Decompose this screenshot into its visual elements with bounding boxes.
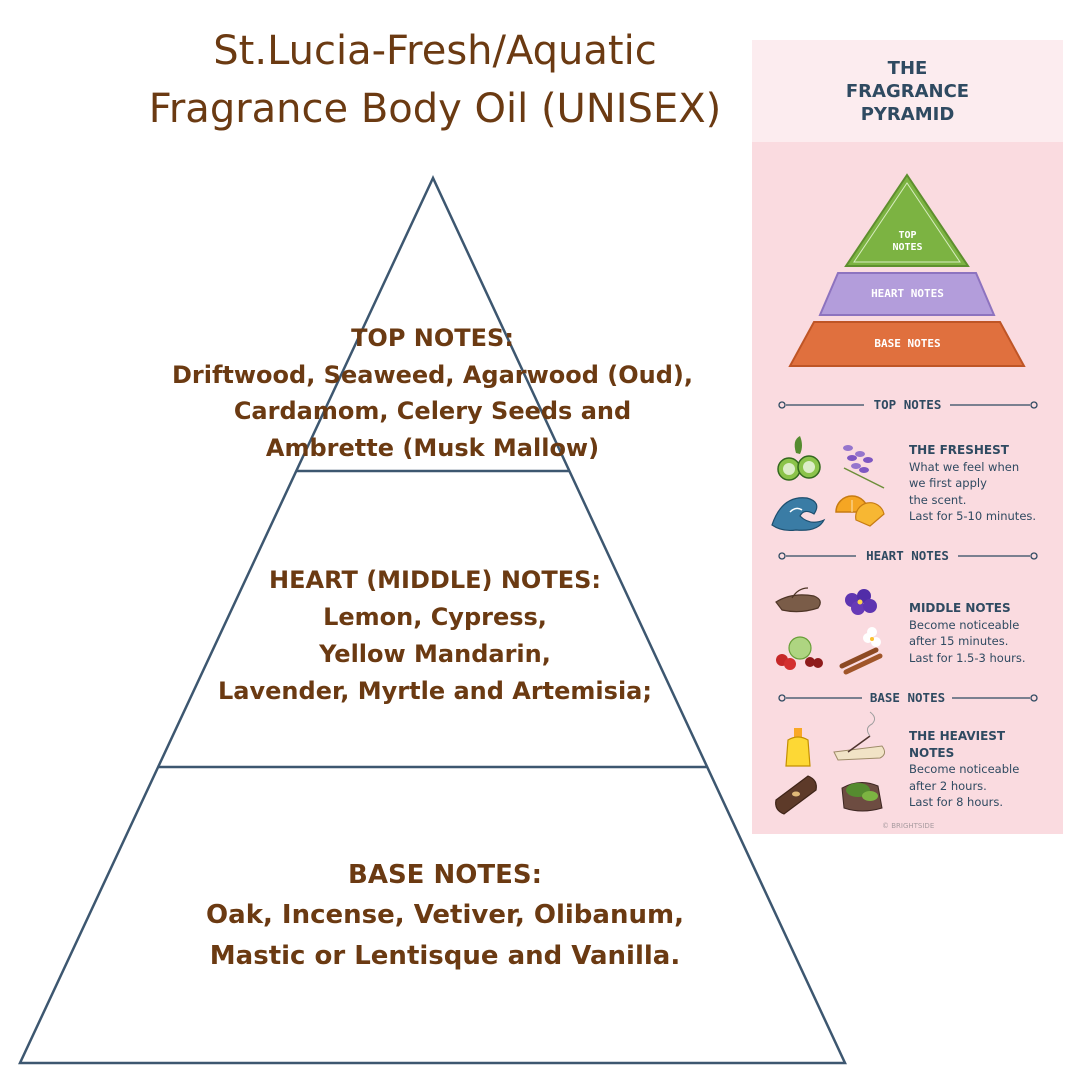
heart-notes-description: MIDDLE NOTES Become noticeable after 15 … [909,600,1059,666]
description-line: Become noticeable [909,617,1020,632]
base-notes-block: BASE NOTES: Oak, Incense, Vetiver, Oliba… [150,855,740,977]
moss-icon [841,782,883,812]
mini-tier-top-label-line: NOTES [892,242,923,253]
orange-icon [835,495,885,527]
mini-tier-heart-label: HEART NOTES [871,287,944,300]
top-notes-block: TOP NOTES: Driftwood, Seaweed, Agarwood … [160,320,705,466]
section-label-text: TOP NOTES [867,397,948,412]
wave-icon [771,497,826,532]
description-line: Last for 1.5-3 hours. [909,650,1026,665]
fragrance-pyramid-infographic: THE FRAGRANCE PYRAMID [752,40,1063,834]
description-line: after 15 minutes. [909,634,1009,648]
infographic-title-line: THE [887,58,928,79]
infographic-title-line: FRAGRANCE [845,81,970,102]
section-label-text: BASE NOTES [863,690,952,705]
description-heading: MIDDLE NOTES [909,601,1011,615]
heart-notes-line: Lavender, Myrtle and Artemisia; [218,677,652,705]
mini-tier-top-label: TOP NOTES [752,230,1063,254]
section-label-top: TOP NOTES [752,397,1063,412]
page-title: St.Lucia-Fresh/Aquatic Fragrance Body Oi… [60,22,810,138]
heart-notes-line: Yellow Mandarin, [319,640,551,668]
cucumber-icon [777,436,821,481]
pyramid-outline [18,175,847,1065]
base-notes-line: Mastic or Lentisque and Vanilla. [209,941,681,971]
mini-tier-base [788,321,1026,367]
title-line-2: Fragrance Body Oil (UNISEX) [148,86,722,132]
description-line: What we feel when [909,459,1020,474]
description-heading: THE HEAVIEST [909,729,1006,743]
credit-text: © BRIGHTSIDE [882,822,935,830]
heart-notes-block: HEART (MIDDLE) NOTES: Lemon, Cypress, Ye… [180,562,690,710]
base-notes-heading: BASE NOTES: [348,860,542,890]
heart-notes-heading: HEART (MIDDLE) NOTES: [269,566,601,594]
description-heading: THE FRESHEST [909,443,1009,457]
base-notes-line: Oak, Incense, Vetiver, Olibanum, [206,900,684,930]
fruit-icon [776,636,823,670]
top-notes-description: THE FRESHEST What we feel when we first … [909,442,1059,525]
description-line: Last for 8 hours. [909,795,1004,809]
lavender-icon [843,445,885,489]
description-line: Become noticeable [909,762,1020,776]
mini-tier-heart [818,272,996,316]
description-line: after 2 hours. [909,778,987,793]
top-notes-line: Cardamom, Celery Seeds and [233,397,632,425]
section-label-base: BASE NOTES [752,690,1063,705]
root-icon [775,587,821,613]
heart-notes-line: Lemon, Cypress, [323,603,547,631]
infographic-title: THE FRAGRANCE PYRAMID [752,57,1063,126]
infographic-graphics [771,173,1038,815]
top-notes-line: Ambrette (Musk Mallow) [265,433,600,462]
mini-tier-base-label: BASE NOTES [874,337,941,350]
cinnamon-icon [839,627,883,675]
description-line: Last for 5-10 minutes. [909,509,1037,523]
description-heading: NOTES [909,745,955,760]
infographic-header [752,40,1063,142]
title-line-1: St.Lucia-Fresh/Aquatic [213,28,657,74]
infographic-title-line: PYRAMID [860,104,955,125]
top-notes-line: Driftwood, Seaweed, Agarwood (Oud), [171,360,694,389]
section-label-text: HEART NOTES [860,548,955,563]
incense-icon [833,711,886,761]
section-dividers [778,401,1038,702]
description-line: the scent. [909,492,967,507]
wood-bark-icon [775,775,817,815]
mini-tier-top-label-line: TOP [898,230,917,241]
mini-pyramid [788,173,1026,367]
section-label-heart: HEART NOTES [752,548,1063,563]
top-notes-heading: TOP NOTES: [351,324,514,352]
mini-tier-top [844,173,970,267]
description-line: we first apply [909,476,987,490]
oil-bottle-icon [785,728,811,767]
violet-flower-icon [845,589,877,615]
base-notes-description: THE HEAVIEST NOTES Become noticeable aft… [909,728,1059,811]
